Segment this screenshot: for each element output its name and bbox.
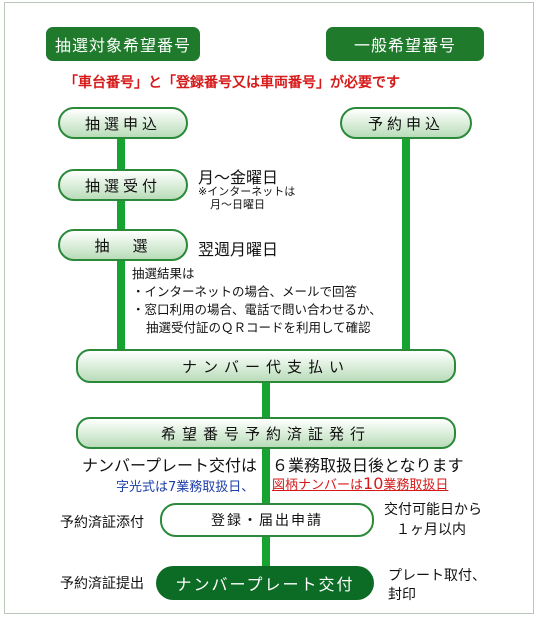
plate-install-2: 封印 [388,587,416,603]
plate-timing-a: ナンバープレート交付は [82,456,258,475]
result-title: 抽選結果は [132,266,195,281]
reserve-apply-step: 予約申込 [340,107,472,139]
lottery-accept-step: 抽選受付 [58,169,188,201]
plate-deliver-step: ナンバープレート交付 [156,566,374,600]
picture-type-b: 10 [363,474,384,493]
picture-type-note: 図柄ナンバーは10業務取扱日 [272,474,448,493]
lottery-step: 抽 選 [58,229,188,261]
header-lottery-numbers: 抽選対象希望番号 [46,27,200,61]
submit-note: 予約済証提出 [60,576,144,592]
center-flow-line [262,382,270,574]
header-general-numbers: 一般希望番号 [326,27,484,61]
payment-step: ナンバー代支払い [76,349,456,383]
accept-internet-note-2: 月～日曜日 [210,198,265,211]
lottery-result-note: 抽選結果は ・インターネットの場合、メールで回答 ・窓口利用の場合、電話で問い合… [132,265,382,337]
accept-internet-note-1: ※インターネットは [198,185,296,198]
lottery-day-note: 翌週月曜日 [198,240,279,259]
right-flow-line [402,138,410,352]
result-line-2: ・窓口利用の場合、電話で問い合わせるか、 [132,302,382,317]
picture-type-a: 図柄ナンバーは [272,478,364,493]
character-type-note: 字光式は7業務取扱日、 [116,480,255,495]
deliver-from-1: 交付可能日から [384,502,482,518]
accept-days-note: 月～金曜日 [198,168,279,187]
picture-type-c: 業務取扱日 [383,478,449,493]
result-line-3: 抽選受付証のＱＲコードを利用して確認 [146,320,371,335]
attach-note: 予約済証添付 [60,515,144,531]
deliver-from-2: １ヶ月以内 [396,522,466,538]
result-line-1: ・インターネットの場合、メールで回答 [132,284,358,299]
lottery-apply-step: 抽選申込 [58,107,188,139]
register-step: 登録・届出申請 [160,503,374,537]
plate-timing-b: ６業務取扱日後となります [272,456,464,475]
issue-step: 希望番号予約済証発行 [76,417,456,449]
plate-install-1: プレート取付、 [388,568,486,584]
diagram-frame [4,2,534,614]
requirement-text: 「車台番号」と「登録番号又は車両番号」が必要です [64,75,400,91]
